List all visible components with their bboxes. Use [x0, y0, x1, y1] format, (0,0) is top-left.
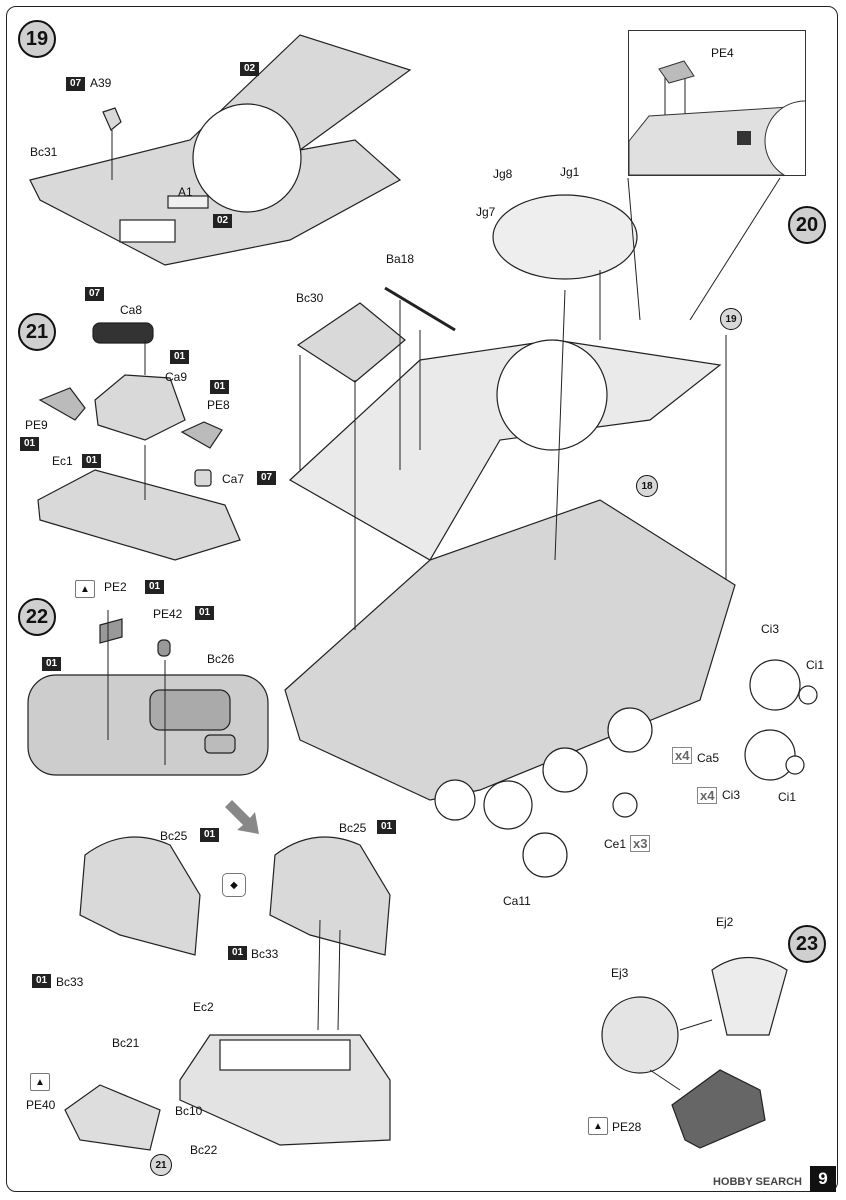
label-ca9: Ca9	[165, 370, 188, 384]
label-ci1-bottom: Ci1	[778, 790, 797, 804]
assembly-arrow-icon	[225, 800, 259, 834]
detail-inset-icon	[629, 60, 805, 175]
ref-step-21: 21	[150, 1154, 172, 1176]
part-ca9	[94, 374, 186, 441]
sprue-tag: 01	[82, 454, 102, 468]
door-right	[269, 836, 391, 956]
part-pe2	[99, 618, 123, 644]
sprue-tag: 01	[145, 580, 165, 594]
part-pe42	[157, 639, 171, 657]
watermark: HOBBY SEARCH	[712, 1176, 802, 1188]
multiplier-ci3: x4	[697, 787, 718, 804]
label-ej3: Ej3	[611, 966, 629, 980]
sprue-tag: 01	[195, 606, 215, 620]
sprue-tag: 02	[240, 62, 260, 76]
etched-part-icon: ▲	[30, 1073, 50, 1091]
label-bc25-right: Bc25	[339, 821, 367, 835]
label-pe9: PE9	[25, 418, 48, 432]
part-ej2	[711, 956, 788, 1036]
label-ci3-bottom: Ci3	[722, 788, 741, 802]
part-bc26	[27, 674, 269, 776]
label-pe28: PE28	[612, 1120, 642, 1134]
label-ca8: Ca8	[120, 303, 143, 317]
sprue-tag: 01	[228, 946, 248, 960]
part-pe8	[180, 421, 223, 449]
part-pe28	[671, 1069, 766, 1149]
label-a39: A39	[90, 76, 112, 90]
detail-inset	[628, 30, 806, 176]
label-bc25-left: Bc25	[160, 829, 188, 843]
label-bc22: Bc22	[190, 1143, 218, 1157]
multiplier-ca5: x4	[672, 747, 693, 764]
sprue-tag: 01	[170, 350, 190, 364]
label-bc33-left: Bc33	[56, 975, 84, 989]
page-frame	[6, 6, 838, 1192]
sprue-tag: 01	[32, 974, 52, 988]
label-jg8: Jg8	[493, 167, 513, 181]
label-ba18: Ba18	[386, 252, 415, 266]
sprue-tag: 01	[42, 657, 62, 671]
sprue-tag: 07	[66, 77, 86, 91]
etched-part-icon: ▲	[75, 580, 95, 598]
label-pe2: PE2	[104, 580, 127, 594]
label-ec2: Ec2	[193, 1000, 214, 1014]
part-pe9	[38, 387, 86, 421]
sprue-tag: 01	[377, 820, 397, 834]
ref-step-19: 19	[720, 308, 742, 330]
part-pe40-plate	[64, 1084, 161, 1151]
label-pe8: PE8	[207, 398, 230, 412]
turret-ring-19	[192, 103, 302, 213]
hull-body	[284, 499, 736, 801]
label-a1: A1	[178, 185, 193, 199]
label-bc31: Bc31	[30, 145, 58, 159]
step-22: 22	[18, 598, 56, 636]
hull-upper-plate	[288, 339, 722, 561]
label-ca5: Ca5	[697, 751, 720, 765]
label-pe40: PE40	[26, 1098, 56, 1112]
label-ce1: Ce1	[604, 837, 627, 851]
label-bc30: Bc30	[296, 291, 324, 305]
label-bc26: Bc26	[207, 652, 235, 666]
sprue-tag: 01	[20, 437, 40, 451]
label-bc33-right: Bc33	[251, 947, 279, 961]
part-ej3	[601, 996, 679, 1074]
label-ej2: Ej2	[716, 915, 734, 929]
sprue-tag: 07	[257, 471, 277, 485]
label-ca7: Ca7	[222, 472, 245, 486]
label-pe42: PE42	[153, 607, 183, 621]
swap-icon: ◆	[222, 873, 246, 897]
step-21: 21	[18, 313, 56, 351]
part-ca7	[194, 469, 212, 487]
ref-step-18: 18	[636, 475, 658, 497]
label-pe4: PE4	[711, 46, 734, 60]
part-ca8	[92, 322, 154, 344]
label-jg7: Jg7	[476, 205, 496, 219]
label-bc21: Bc21	[112, 1036, 140, 1050]
label-ec1: Ec1	[52, 454, 73, 468]
step-19: 19	[18, 20, 56, 58]
turret-ring-20	[496, 339, 608, 451]
label-ci1-top: Ci1	[806, 658, 825, 672]
page-number: 9	[810, 1166, 836, 1192]
hatch-jg	[492, 194, 638, 280]
label-ca11: Ca11	[503, 894, 531, 908]
label-ci3-top: Ci3	[761, 622, 780, 636]
sprue-tag: 01	[200, 828, 220, 842]
sprue-tag: 02	[213, 214, 233, 228]
label-jg1: Jg1	[560, 165, 580, 179]
part-bc30	[296, 302, 406, 383]
step-23: 23	[788, 925, 826, 963]
multiplier-ce1: x3	[630, 835, 651, 852]
etched-part-icon: ▲	[588, 1117, 608, 1135]
label-bc10: Bc10	[175, 1104, 203, 1118]
sprue-tag: 07	[85, 287, 105, 301]
part-a39	[102, 107, 122, 131]
step-20: 20	[788, 206, 826, 244]
part-ec1	[37, 469, 241, 561]
sprue-tag: 01	[210, 380, 230, 394]
door-left	[79, 836, 201, 956]
